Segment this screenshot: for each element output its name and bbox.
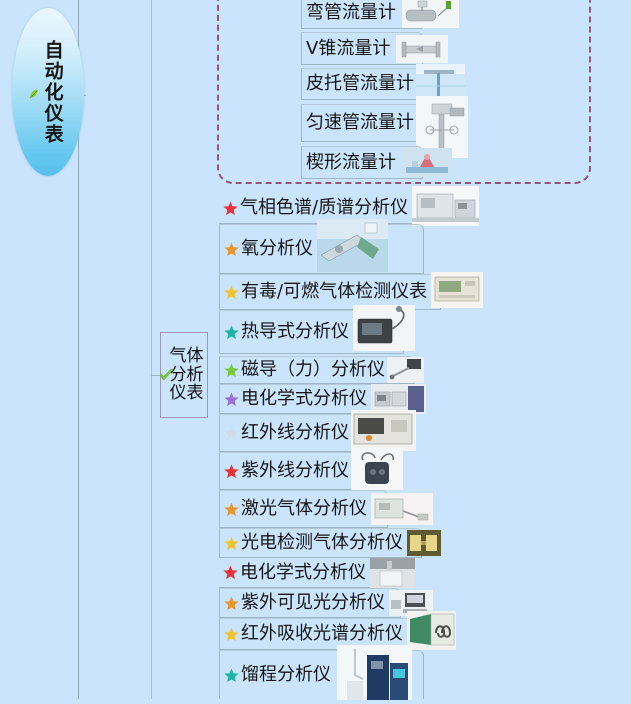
list-item[interactable]: 皮托管流量计 — [301, 64, 465, 108]
list-item[interactable]: 有毒/可燃气体检测仪表 — [219, 272, 484, 310]
v-cone-flowmeter-photo — [396, 34, 449, 63]
thermal-conductivity-photo — [353, 305, 415, 351]
star-icon — [224, 425, 239, 440]
item-label: 匀速管流量计 — [306, 112, 414, 133]
averaging-pitot-photo — [416, 96, 468, 158]
item-label: 热导式分析仪 — [241, 321, 349, 342]
connector-branch-line — [151, 0, 152, 699]
connector-gas-parent-stub — [151, 375, 161, 376]
list-item[interactable]: 红外线分析仪 — [219, 409, 416, 452]
list-item[interactable]: V锥流量计 — [301, 32, 449, 65]
laser-gas-analyzer-photo — [371, 493, 433, 525]
list-item[interactable]: 匀速管流量计 — [301, 96, 468, 158]
star-icon — [223, 200, 238, 215]
item-label: 有毒/可燃气体检测仪表 — [241, 281, 428, 302]
list-item[interactable]: 光电检测气体分析仪 — [219, 528, 441, 558]
list-item[interactable]: 气相色谱/质谱分析仪 — [219, 186, 480, 226]
oxygen-analyzer-photo — [317, 218, 388, 272]
green-check-icon — [159, 369, 174, 381]
star-icon — [224, 241, 239, 256]
list-item[interactable]: 氧分析仪 — [219, 218, 424, 274]
list-item[interactable]: 激光气体分析仪 — [219, 490, 433, 528]
list-item[interactable]: 楔形流量计 — [301, 146, 452, 179]
item-label: 磁导（力）分析仪 — [241, 359, 385, 380]
item-label: 红外线分析仪 — [241, 422, 349, 443]
star-icon — [224, 595, 239, 610]
list-item[interactable]: 馏程分析仪 — [219, 644, 424, 700]
item-label: 红外吸收光谱分析仪 — [241, 623, 403, 644]
star-icon — [224, 501, 239, 516]
uv-analyzer-photo — [351, 448, 403, 490]
magnetic-analyzer-photo — [387, 357, 424, 383]
item-label: 氧分析仪 — [241, 238, 313, 259]
item-label: 气相色谱/质谱分析仪 — [240, 197, 409, 218]
electrochemical-analyzer-photo — [371, 384, 426, 414]
root-node-label: 自动化仪表 — [41, 39, 64, 145]
star-icon — [224, 463, 239, 478]
list-item[interactable]: 红外吸收光谱分析仪 — [219, 610, 456, 650]
item-label: 皮托管流量计 — [306, 73, 414, 94]
gas-analyzer-parent-label: 气体分析仪表 — [169, 346, 204, 404]
item-label: 楔形流量计 — [306, 151, 396, 173]
item-label: 激光气体分析仪 — [241, 498, 367, 519]
list-item[interactable]: 电化学式分析仪 — [219, 557, 415, 588]
ir-spectrum-analyzer-photo — [407, 610, 456, 650]
star-icon — [224, 535, 239, 550]
list-item[interactable]: 紫外线分析仪 — [219, 448, 403, 490]
gas-analyzer-parent-node[interactable]: 气体分析仪表 — [159, 332, 208, 418]
flowmeter-group-border — [217, 0, 591, 184]
infrared-analyzer-photo — [351, 409, 416, 451]
star-icon — [224, 626, 239, 641]
gas-detector-photo — [431, 272, 484, 308]
star-icon — [224, 324, 239, 339]
root-node[interactable]: 自动化仪表 — [12, 8, 84, 176]
distillation-analyzer-photo — [337, 644, 412, 700]
star-icon — [224, 391, 239, 406]
list-item[interactable]: 电化学式分析仪 — [219, 384, 426, 414]
item-label: 弯管流量计 — [306, 1, 396, 23]
wedge-flowmeter-photo — [402, 148, 452, 177]
star-icon — [224, 284, 239, 299]
list-item[interactable]: 磁导（力）分析仪 — [219, 356, 424, 384]
item-label: 馏程分析仪 — [241, 664, 331, 685]
item-label: 紫外线分析仪 — [241, 460, 349, 481]
item-label: 紫外可见光分析仪 — [241, 592, 385, 613]
photoelectric-analyzer-photo — [407, 530, 441, 556]
item-label: V锥流量计 — [306, 37, 391, 59]
list-item[interactable]: 紫外可见光分析仪 — [219, 588, 433, 618]
item-label: 电化学式分析仪 — [241, 388, 367, 409]
list-item[interactable]: 弯管流量计 — [301, 0, 459, 29]
star-icon — [224, 362, 239, 377]
gc-ms-analyzer-photo — [412, 186, 480, 226]
electrochemical-analyzer-photo-2 — [370, 557, 415, 588]
star-icon — [224, 667, 239, 682]
green-leaf-icon — [29, 89, 38, 99]
connector-trunk-line — [78, 0, 79, 699]
item-label: 电化学式分析仪 — [240, 561, 366, 583]
item-label: 光电检测气体分析仪 — [241, 532, 403, 553]
star-icon — [223, 565, 238, 580]
pipe-flowmeter-photo — [402, 0, 459, 28]
list-item[interactable]: 热导式分析仪 — [219, 305, 415, 354]
